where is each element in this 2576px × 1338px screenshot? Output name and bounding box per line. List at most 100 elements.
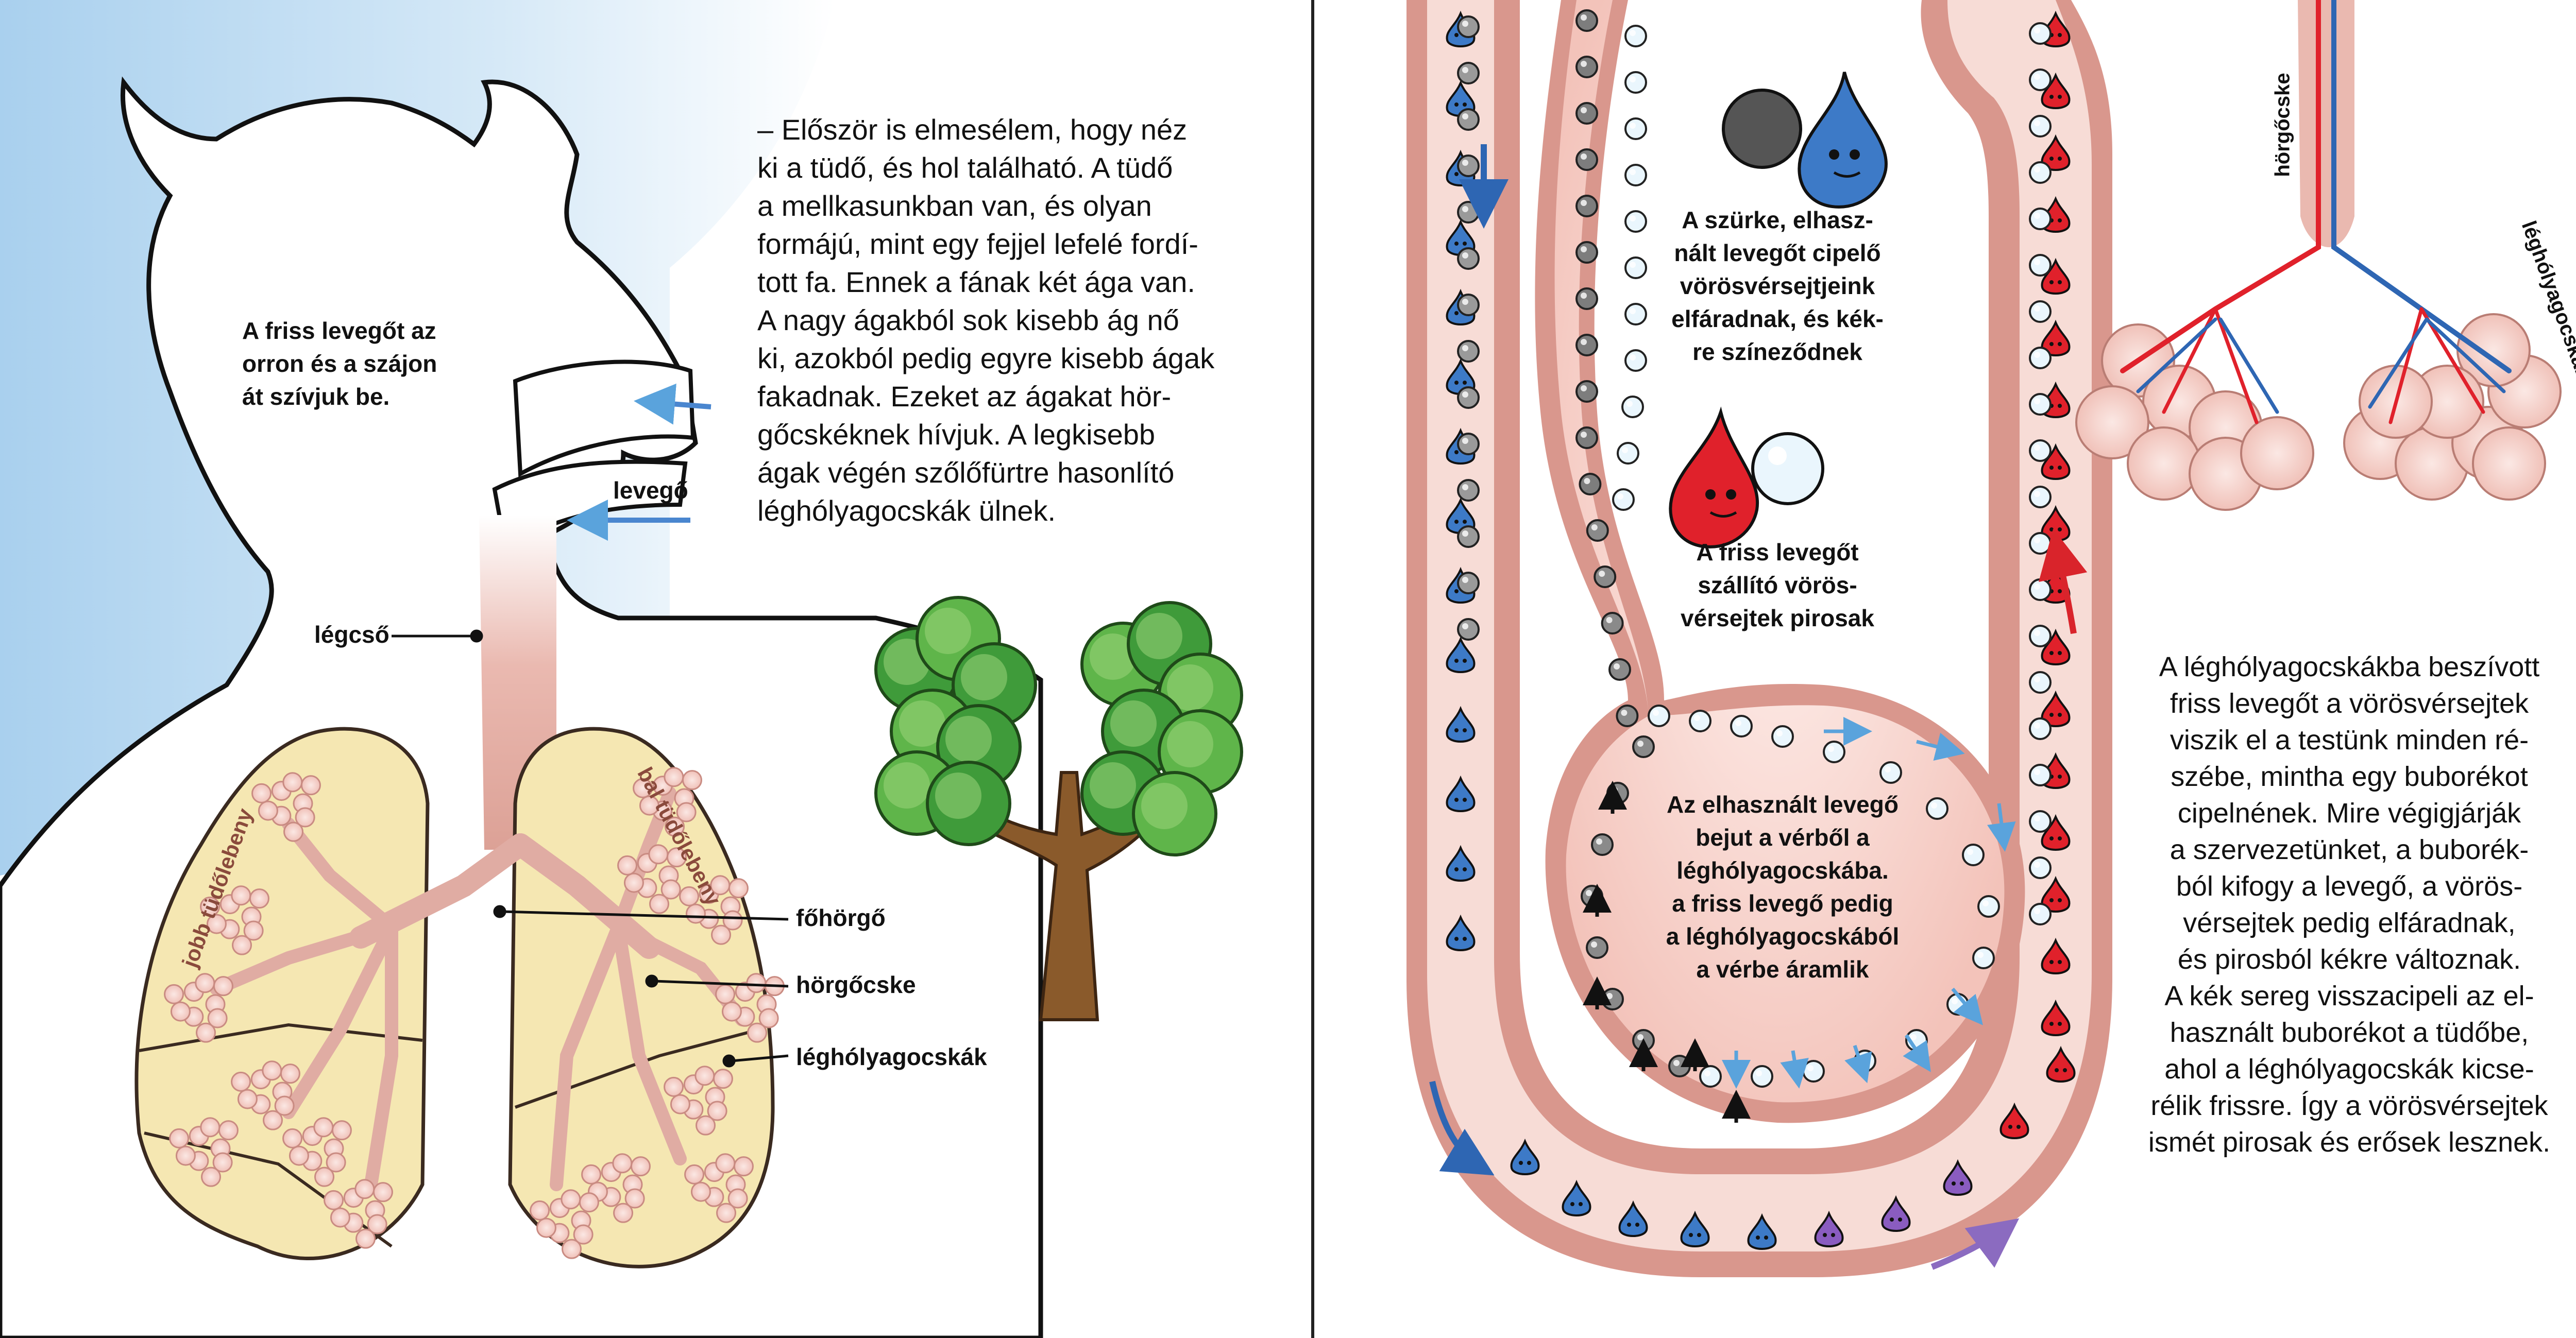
blood-cell-eye [1960, 1181, 1964, 1186]
blood-cell-eye [1463, 659, 1467, 663]
blood-cell-eye [2049, 342, 2054, 346]
alveolus [283, 821, 304, 842]
blood-cell-eye [1831, 1233, 1835, 1237]
caption-line: ismét pirosak és erősek lesznek. [2148, 1127, 2551, 1158]
inset-alveolus [2472, 426, 2546, 501]
blood-cell [2041, 937, 2071, 974]
bubble-highlight [1462, 113, 1468, 119]
air-bubble [1575, 426, 1598, 449]
bubble-highlight [2034, 74, 2040, 80]
blood-cell [1680, 1210, 1710, 1247]
alveolus [722, 910, 743, 931]
alveolus [326, 1152, 346, 1173]
air-bubble [1457, 340, 1480, 363]
caption-line: ahol a léghólyagocskák kicse- [2164, 1054, 2534, 1085]
tree-leaf-highlight [1090, 762, 1136, 809]
alveolus [367, 1214, 387, 1234]
air-bubble [1594, 565, 1617, 588]
air-bubble [1977, 895, 2000, 918]
blood-cell-eye [1454, 867, 1459, 871]
blood-cell-eye [2055, 1068, 2059, 1072]
bubble-highlight [1462, 345, 1468, 351]
blood-cell [1618, 1200, 1648, 1237]
blood-cell-eye [2049, 651, 2054, 655]
bubble-highlight [1694, 715, 1700, 721]
alveolus [207, 1008, 228, 1028]
air-bubble [2029, 115, 2052, 138]
air-bubble [1612, 488, 1635, 511]
bubble-highlight [2034, 537, 2040, 543]
bubble-highlight [1828, 746, 1834, 752]
alveolus [746, 973, 767, 993]
alveolus [670, 1094, 690, 1114]
alveolus [243, 920, 264, 941]
air-bubbles [1457, 9, 2052, 1088]
blood-cell [2041, 814, 2071, 851]
air-bubble [1457, 15, 1480, 38]
bubble-highlight [1581, 385, 1587, 391]
tree-leaf-highlight [1136, 613, 1182, 659]
blood-cell-eye [2058, 157, 2062, 161]
air-bubble [1457, 294, 1480, 316]
blood-cell-eye [1463, 937, 1467, 941]
blood-cell-eye [1454, 381, 1459, 385]
caption-line: elfáradnak, és kék- [1671, 305, 1884, 332]
alveolus [263, 1110, 283, 1130]
caption-line: rélik frissre. Így a vörösvérsejtek [2150, 1090, 2548, 1121]
blood-cell-eye [1697, 1233, 1701, 1237]
blood-cell-eye [1454, 659, 1459, 663]
alveolus [579, 1192, 599, 1213]
bubble-highlight [1462, 484, 1468, 490]
blood-cell [1943, 1159, 1973, 1196]
blood-cell [2041, 628, 2071, 665]
air-bubble [1648, 705, 1670, 727]
alveolus [711, 924, 732, 945]
alveolus [573, 1224, 594, 1245]
alveolus [249, 888, 269, 909]
alveolus [713, 1069, 733, 1089]
alveolus [536, 1217, 556, 1238]
air-bubble [2029, 717, 2052, 740]
caption-line: viszik el a testünk minden ré- [2170, 725, 2529, 756]
bubble-highlight [1977, 952, 1984, 958]
air-bubble [1601, 988, 1624, 1010]
alveolus [200, 896, 221, 917]
bubble-highlight [1596, 838, 1602, 845]
blood-cell-eye [2049, 157, 2054, 161]
bronchial-tree [210, 786, 749, 1191]
blood-cell-eye [1635, 1223, 1639, 1227]
alveolus [733, 1156, 754, 1177]
alveolus [664, 767, 684, 787]
blood-cell-eye [2058, 898, 2062, 902]
bubble-highlight [1462, 67, 1468, 73]
alveolus [715, 984, 736, 1004]
bubble-highlight [1462, 299, 1468, 305]
blood-cell [2041, 134, 2071, 171]
air-bubble [2029, 486, 2052, 508]
tree-leaf-highlight [961, 654, 1007, 700]
bubble-highlight [1606, 993, 1613, 999]
caption-line: használt buborékot a tüdőbe, [2170, 1017, 2529, 1048]
air-bubble [1771, 725, 1794, 748]
alveolus [682, 770, 702, 791]
air-bubble [1457, 572, 1480, 594]
air-bubble [2029, 208, 2052, 230]
air-bubble [1926, 797, 1948, 820]
air-bubble [2029, 625, 2052, 647]
bubble-highlight [1581, 14, 1587, 21]
air-bubble [1624, 71, 1647, 94]
air-bubble [2029, 22, 2052, 45]
blood-cell-eye [1579, 1202, 1583, 1206]
bubble-highlight [1630, 30, 1636, 36]
blood-cell-eye [2049, 1022, 2054, 1026]
paragraph-line: ágak végén szőlőfürtre hasonlító [757, 456, 1175, 489]
caption-line: léghólyagocskába. [1676, 857, 1889, 884]
blood-cell [1747, 1213, 1777, 1250]
caption-line: A léghólyagocskákba beszívott [2159, 651, 2540, 682]
alveolus [300, 775, 321, 796]
blood-cell-eye [1463, 520, 1467, 524]
blood-cell-eye [2058, 775, 2062, 779]
alveolus [721, 1001, 742, 1022]
caption-line: cipelnének. Mire végigjárják [2177, 798, 2521, 829]
alveolus [295, 807, 315, 828]
